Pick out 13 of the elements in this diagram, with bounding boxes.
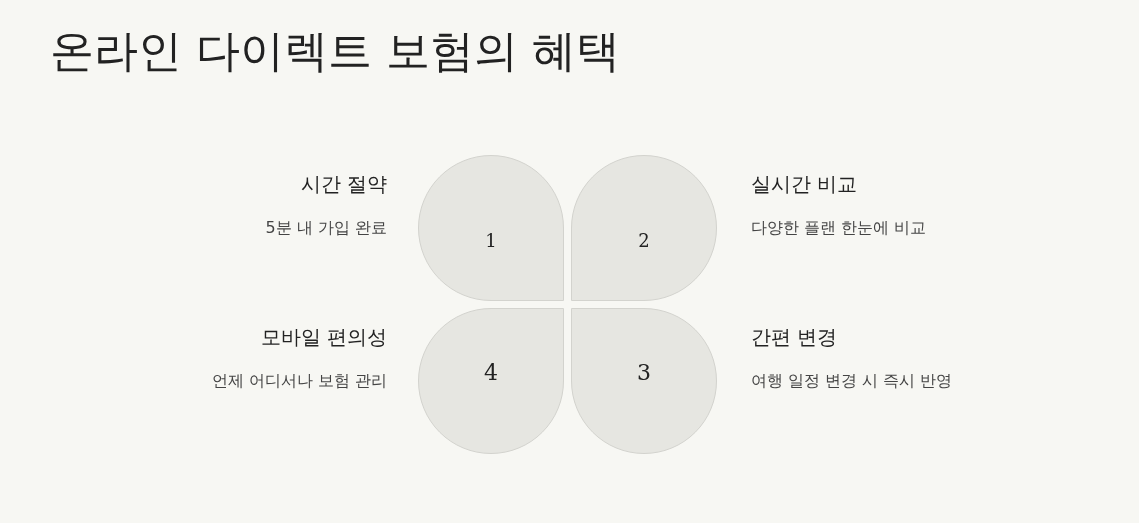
benefit-description: 다양한 플랜 한눈에 비교 [751, 218, 927, 239]
benefit-heading: 간편 변경 [751, 324, 838, 351]
benefit-description: 5분 내 가입 완료 [265, 218, 387, 239]
benefit-heading: 실시간 비교 [751, 171, 858, 198]
step-number: 2 [638, 229, 650, 251]
step-number: 4 [484, 359, 498, 385]
title: 온라인 다이렉트 보험의 혜택 [50, 24, 620, 78]
step-number: 3 [637, 359, 651, 385]
benefit-heading: 모바일 편의성 [260, 324, 387, 351]
benefit-heading: 시간 절약 [300, 171, 387, 198]
benefit-description: 여행 일정 변경 시 즉시 반영 [751, 371, 953, 392]
benefit-description: 언제 어디서나 보험 관리 [211, 371, 387, 392]
step-number: 1 [485, 229, 497, 251]
